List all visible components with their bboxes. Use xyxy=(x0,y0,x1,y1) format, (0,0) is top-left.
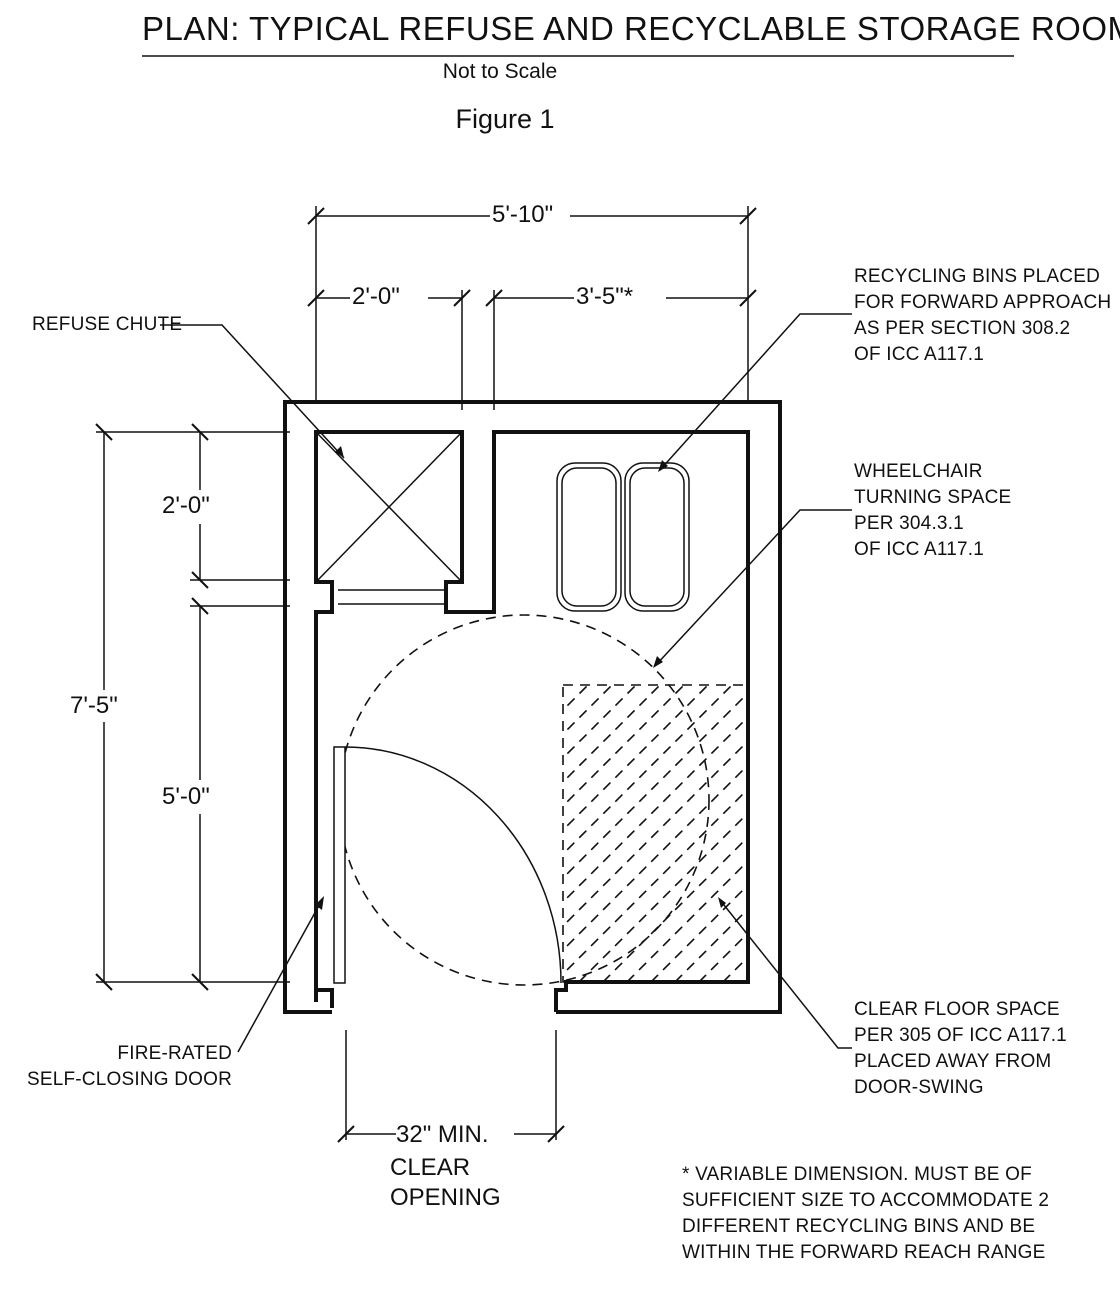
hatch-line xyxy=(746,979,748,982)
hatch-line xyxy=(243,682,543,982)
hatch-line xyxy=(563,685,662,784)
dim-turning-depth: 5'-0" xyxy=(162,783,210,810)
label-clear-floor-space: CLEAR FLOOR SPACE PER 305 OF ICC A117.1 … xyxy=(854,999,1067,1098)
variable-dimension-note: * VARIABLE DIMENSION. MUST BE OF SUFFICI… xyxy=(682,1164,1050,1263)
label-fire-rated-door: FIRE-RATED SELF-CLOSING DOOR xyxy=(26,1043,232,1090)
hatch-line xyxy=(563,739,748,928)
scale-note: Not to Scale xyxy=(442,60,558,83)
wheelchair-turning-circle xyxy=(338,614,710,986)
hatch-line xyxy=(563,685,710,832)
page-title: PLAN: TYPICAL REFUSE AND RECYCLABLE STOR… xyxy=(142,10,1120,47)
dim-overall-depth: 7'-5" xyxy=(70,692,118,719)
dim-bin-zone-width: 3'-5"* xyxy=(576,283,634,310)
dim-overall-width: 5'-10" xyxy=(492,201,554,228)
hatch-line xyxy=(563,685,686,808)
hatch-line xyxy=(563,715,748,904)
hatch-line xyxy=(578,811,748,982)
hatch-line xyxy=(650,883,748,982)
recycling-bin-1 xyxy=(556,462,622,612)
hatch-line xyxy=(698,931,748,982)
recycling-bin-1-inner xyxy=(561,467,617,607)
clear-floor-hatch xyxy=(243,682,1071,982)
hatch-line xyxy=(626,859,748,982)
clear-floor-space xyxy=(562,684,749,983)
hatch-line xyxy=(563,685,638,760)
label-wheelchair-turning: WHEELCHAIR TURNING SPACE PER 304.3.1 OF … xyxy=(854,461,1012,560)
chute-cross-b xyxy=(315,431,463,583)
hatch-line xyxy=(563,685,614,736)
outer-wall xyxy=(283,400,782,1014)
hatch-line xyxy=(563,787,748,976)
label-refuse-chute: REFUSE CHUTE xyxy=(32,314,183,335)
dim-chute-width: 2'-0" xyxy=(352,283,400,310)
hatch-line xyxy=(563,691,748,880)
door-leaf xyxy=(333,746,346,984)
recycling-bin-2 xyxy=(624,462,690,612)
hatch-line xyxy=(563,685,566,688)
hatch-line xyxy=(771,682,1071,982)
dim-door-opening-opening: OPENING xyxy=(390,1184,501,1211)
dim-door-opening: 32" MIN. xyxy=(396,1121,489,1148)
dim-chute-depth: 2'-0" xyxy=(162,492,210,519)
dim-door-opening-clear: CLEAR xyxy=(390,1154,471,1181)
door-swing-arc xyxy=(344,746,562,984)
figure-label: Figure 1 xyxy=(455,104,555,134)
label-recycling-bins: RECYCLING BINS PLACED FOR FORWARD APPROA… xyxy=(854,266,1112,365)
inner-wall-left xyxy=(314,430,750,1008)
recycling-bin-2-inner xyxy=(629,467,685,607)
hatch-line xyxy=(563,685,734,856)
hatch-line xyxy=(602,835,748,982)
hatch-line xyxy=(563,763,748,952)
hatch-line xyxy=(674,907,748,982)
hatch-line xyxy=(722,955,748,982)
